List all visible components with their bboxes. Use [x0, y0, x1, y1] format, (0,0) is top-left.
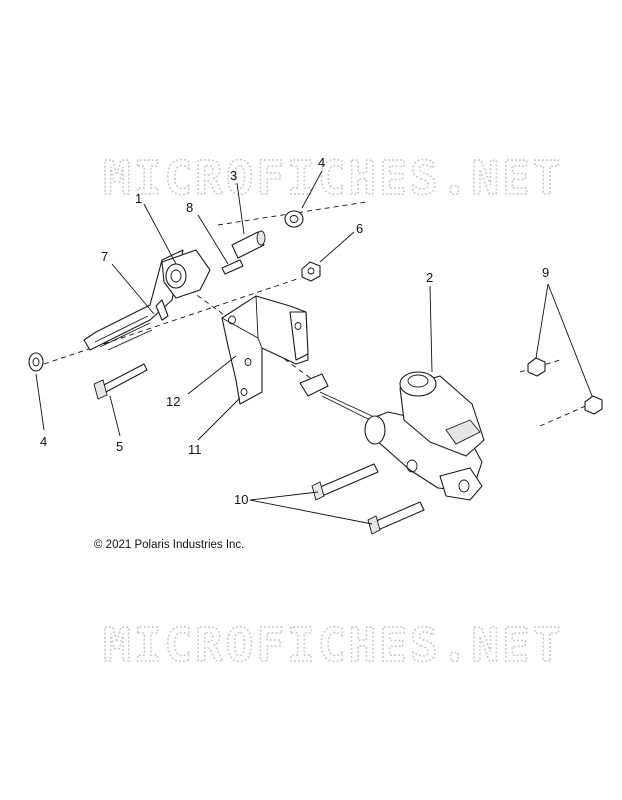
bolts-10: [311, 463, 425, 535]
callout-12: 12: [166, 394, 180, 409]
callout-4-left: 4: [40, 434, 47, 449]
push-rod: [299, 373, 373, 422]
callout-11: 11: [188, 442, 202, 457]
leader-lines: [35, 170, 593, 525]
pin-8: [221, 259, 244, 275]
watermark-bottom: MICROFICHES.NET: [103, 618, 563, 672]
nut-6: [301, 261, 321, 282]
callout-8: 8: [186, 200, 193, 215]
callout-1: 1: [135, 191, 142, 206]
callout-5: 5: [116, 439, 123, 454]
mounting-bracket: [221, 295, 309, 405]
washer-top: [284, 210, 304, 228]
master-cylinder: [364, 371, 485, 501]
callout-7: 7: [101, 249, 108, 264]
callouts: 1 2 3 4 4 5 6 7 8 9 10 11 12: [40, 155, 549, 507]
callout-2: 2: [426, 270, 433, 285]
bolt-5: [93, 363, 148, 400]
callout-6: 6: [356, 221, 363, 236]
callout-9: 9: [542, 265, 549, 280]
washer-left: [28, 352, 44, 372]
copyright-notice: © 2021 Polaris Industries Inc.: [94, 539, 245, 551]
bushing-3: [231, 230, 266, 259]
callout-3: 3: [230, 168, 237, 183]
callout-4-top: 4: [318, 155, 325, 170]
watermark-top: MICROFICHES.NET: [103, 151, 563, 205]
nuts-9: [527, 357, 603, 415]
callout-10: 10: [234, 492, 248, 507]
clutch-pedal: [83, 249, 211, 351]
